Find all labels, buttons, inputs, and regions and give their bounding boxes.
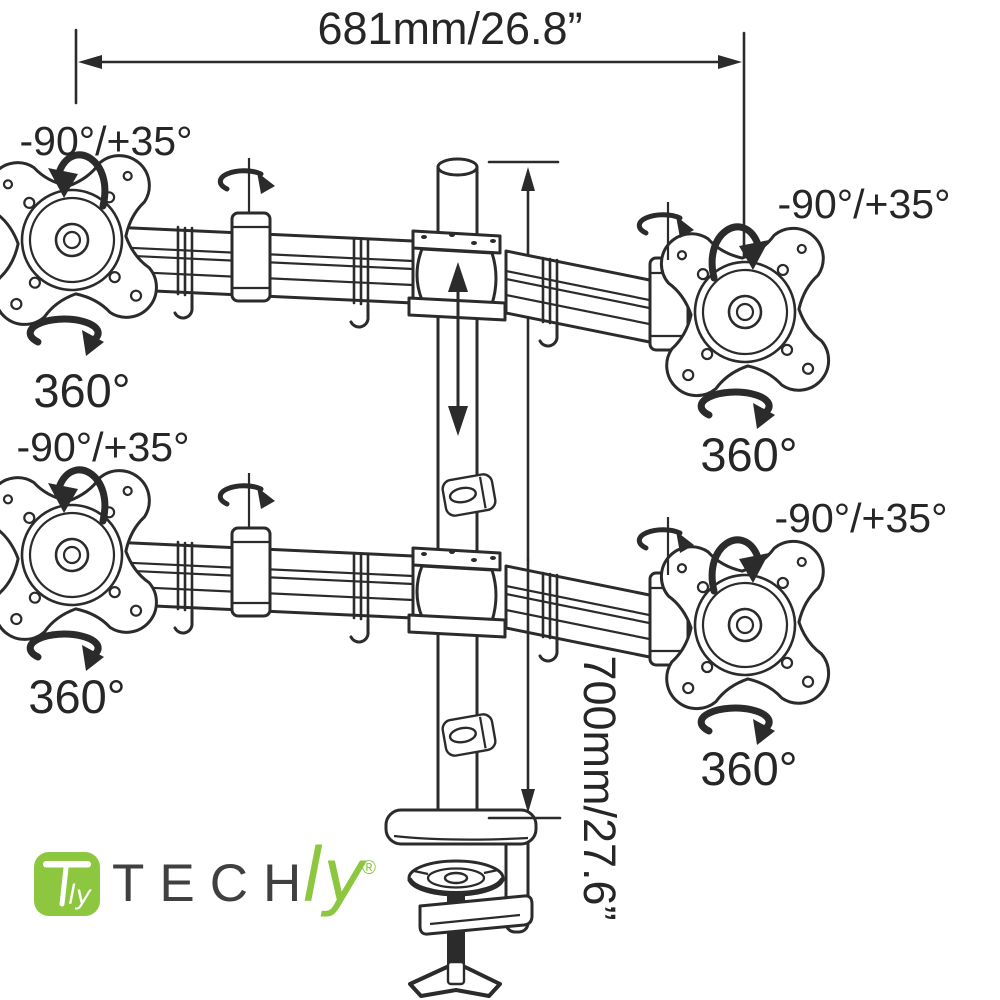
tilt-label-bottom-right: -90°/+35° (775, 495, 948, 541)
cable-clip-hook (349, 618, 370, 644)
pole-height-adjust-arrow (448, 262, 468, 436)
logo-brand-script: ly (302, 833, 368, 919)
cable-clip-hook (538, 637, 559, 663)
logo-registered-mark: ® (362, 858, 376, 879)
rotation-label-bottom-right: 360° (700, 742, 797, 795)
tilt-label-bottom-left: -90°/+35° (17, 424, 190, 470)
arrowhead-left (78, 55, 102, 69)
arrowhead-up (521, 167, 535, 191)
swivel-arrow-bottom-left (217, 473, 275, 527)
tilt-label-top-right: -90°/+35° (778, 181, 951, 227)
cable-clip-hook (173, 294, 194, 320)
clamp-foot (408, 960, 502, 998)
swivel-arrow-top-left (217, 158, 275, 212)
logo-brand-main: TECH (112, 854, 316, 913)
pole-top-cap (436, 157, 479, 177)
cable-clip-hook (173, 609, 194, 635)
width-dimension (74, 28, 746, 282)
tilt-arrow-top-left (48, 151, 109, 210)
pole-cable-clip-lower (441, 713, 497, 757)
pole-clamp-bottom (407, 546, 507, 639)
tilt-label-top-left: -90°/+35° (20, 118, 193, 164)
pole-cable-clip-upper (441, 473, 497, 517)
rotation-arrow-top-right (697, 388, 775, 429)
cable-clip-hook (538, 322, 559, 348)
tilt-arrow-bottom-right (708, 536, 769, 595)
tilt-arrow-top-right (708, 223, 769, 282)
rotation-label-bottom-left: 360° (28, 670, 125, 723)
clamp-lower-jaw (418, 894, 534, 936)
arm-elbow-joint (230, 526, 272, 618)
rotation-label-top-left: 360° (33, 364, 130, 417)
swivel-arrow-top-right (636, 202, 694, 260)
height-dimension-label: 700mm/27.6” (574, 655, 625, 920)
arrowhead-right (718, 55, 742, 69)
rotation-arrow-top-left (26, 315, 104, 356)
arm-elbow-joint (230, 211, 272, 303)
techly-logo: ly TECH ly ® (34, 833, 376, 919)
height-dimension (487, 160, 562, 820)
tilt-arrow-bottom-left (48, 466, 109, 525)
rotation-arrow-bottom-right (697, 704, 775, 745)
arrowhead-down (521, 789, 535, 813)
monitor-arm-top-left (110, 211, 415, 329)
logo-badge (34, 852, 100, 916)
monitor-arm-bottom-left (110, 526, 415, 644)
width-dimension-label: 681mm/26.8” (317, 3, 582, 54)
swivel-arrow-bottom-right (636, 517, 694, 575)
logo-badge-t-stroke (59, 865, 69, 907)
rotation-label-top-right: 360° (700, 428, 797, 481)
cable-clip-hook (349, 303, 370, 329)
rotation-arrow-bottom-left (26, 630, 104, 671)
logo-badge-script: ly (68, 880, 93, 911)
logo-badge-bar (43, 861, 91, 868)
desk-clamp (384, 808, 538, 998)
clamp-knob (407, 859, 505, 897)
